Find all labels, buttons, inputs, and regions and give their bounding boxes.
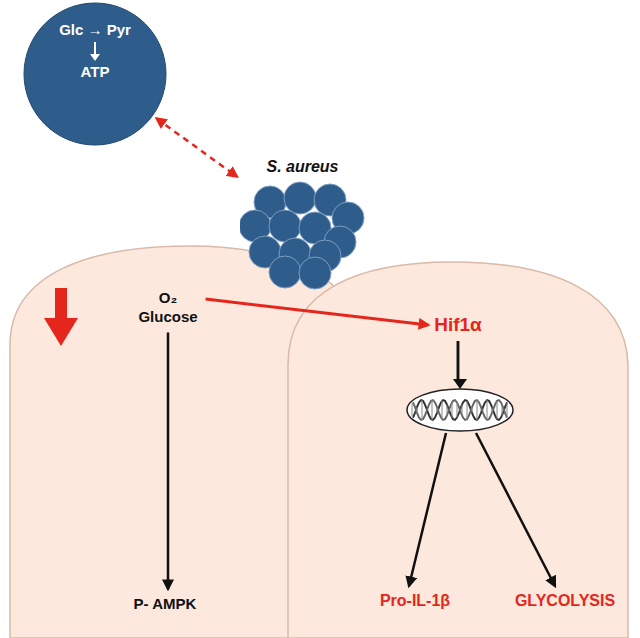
node-label: S. aureus xyxy=(240,158,365,176)
dna-helix xyxy=(405,389,515,431)
bacterium-body xyxy=(24,3,166,145)
helix-rung xyxy=(492,407,493,413)
signal-arrow xyxy=(409,341,458,586)
node-label: Hif1α xyxy=(432,312,484,338)
signal-arrow xyxy=(167,333,170,590)
dashed-interaction-arrow xyxy=(157,119,237,177)
helix-rung xyxy=(412,401,413,419)
helix-rung xyxy=(442,401,443,419)
helix-rung xyxy=(467,401,468,419)
helix-strands xyxy=(405,400,515,420)
helix-rung xyxy=(462,405,463,416)
helix-strand xyxy=(405,400,515,420)
coccus xyxy=(269,210,301,242)
dna-arrowhead xyxy=(453,379,467,389)
cytokine-label: Pro-IL-1β xyxy=(378,590,452,612)
node-label: GLYCOLYSIS xyxy=(513,590,617,612)
helix-rung xyxy=(422,400,423,420)
bacterium-cell: Glc → PyrATP xyxy=(23,2,167,146)
helix-rung xyxy=(457,402,458,417)
helix-rung xyxy=(502,405,503,416)
decrease-arrow xyxy=(44,288,78,346)
pathway-label: GLYCOLYSIS xyxy=(513,590,617,612)
helix-rung xyxy=(512,402,513,417)
signal-arrow xyxy=(206,299,429,325)
factor-label: Hif1α xyxy=(432,312,484,338)
reaction-arrowhead xyxy=(90,54,100,61)
helix-rung xyxy=(437,407,438,413)
bacteria-cluster: S. aureus xyxy=(240,158,365,290)
helix-rung xyxy=(487,400,488,420)
helix-rung xyxy=(447,405,448,416)
reaction-arrow xyxy=(94,42,96,55)
product-text: ATP xyxy=(23,63,167,81)
helix-rung xyxy=(472,407,473,413)
cluster-illustration xyxy=(240,158,365,290)
coccus xyxy=(284,182,316,214)
helix-rung xyxy=(497,401,498,419)
node-label: P- AMPK xyxy=(132,593,199,616)
helix-rung xyxy=(477,400,478,420)
helix-rung xyxy=(432,400,433,420)
signal-arrow xyxy=(458,341,555,586)
helix-rung xyxy=(417,407,418,413)
coccus xyxy=(269,256,301,288)
helix-strand xyxy=(405,400,515,420)
helix-rung xyxy=(507,402,508,417)
node-label: O₂ Glucose xyxy=(136,287,199,329)
node-label: Pro-IL-1β xyxy=(378,590,452,612)
helix-rung xyxy=(407,405,408,416)
reaction-text: Glc → Pyr xyxy=(23,21,167,39)
helix-rung xyxy=(452,402,453,417)
kinase-label: P- AMPK xyxy=(132,593,199,616)
host-cell-right xyxy=(288,262,628,638)
coccus xyxy=(299,257,331,289)
metabolite-label: O₂ Glucose xyxy=(136,287,199,329)
